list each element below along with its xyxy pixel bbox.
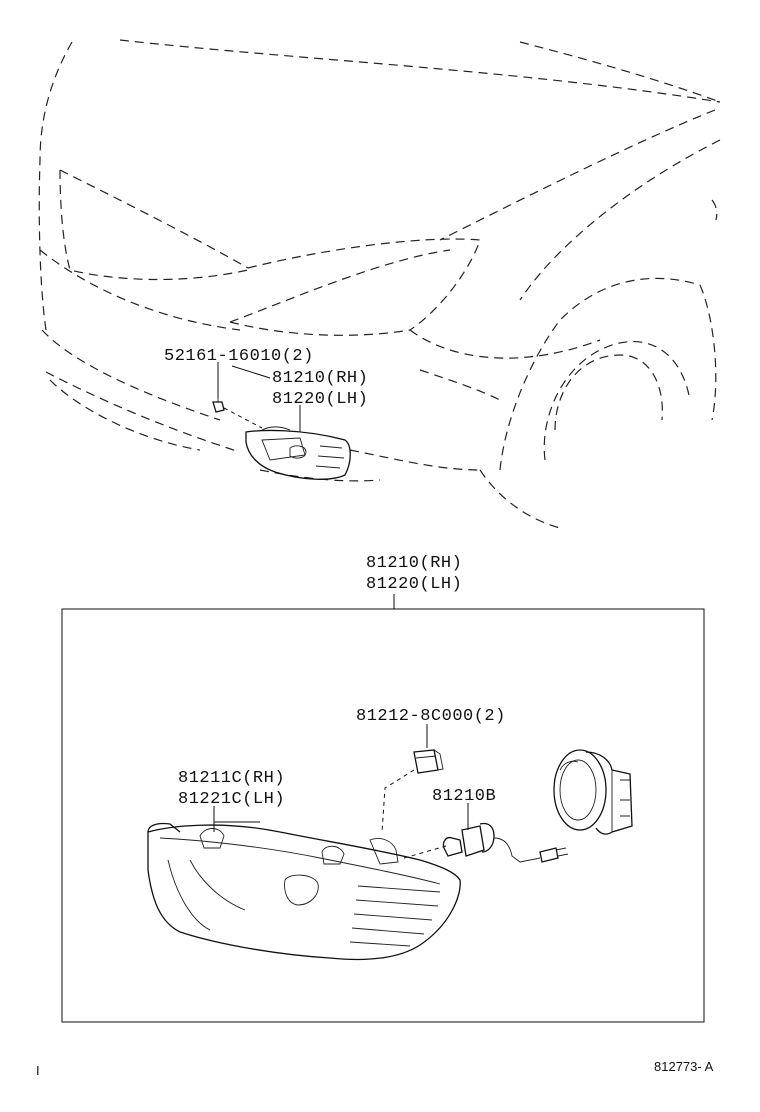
callout-clip: 52161-16010(2): [164, 347, 314, 366]
vehicle-outline: [38, 39, 721, 529]
callout-lamp-car-lh: 81220(LH): [272, 390, 368, 409]
fog-lamp-bulb: [442, 822, 569, 863]
reference-code: 812773- A: [654, 1059, 714, 1074]
callout-assembly-lh: 81220(LH): [366, 575, 462, 594]
bulb-socket: [413, 749, 444, 774]
exploded-view-frame: [61, 608, 705, 1023]
callout-socket: 81212-8C000(2): [356, 707, 506, 726]
mounting-bracket: [553, 749, 633, 835]
leader-lines-top: [217, 362, 301, 432]
socket-dashed-path: [381, 769, 415, 833]
bulb-dashed-path: [403, 845, 447, 859]
callout-assembly-rh: 81210(RH): [366, 554, 462, 573]
callout-housing-rh: 81211C(RH): [178, 769, 285, 788]
callout-lamp-car-rh: 81210(RH): [272, 369, 368, 388]
callout-bulb: 81210B: [432, 787, 496, 806]
fog-lamp-housing: [147, 822, 461, 961]
corner-mark: I: [36, 1063, 40, 1078]
fog-lamp-on-vehicle: [245, 426, 351, 480]
callout-housing-lh: 81221C(LH): [178, 790, 285, 809]
